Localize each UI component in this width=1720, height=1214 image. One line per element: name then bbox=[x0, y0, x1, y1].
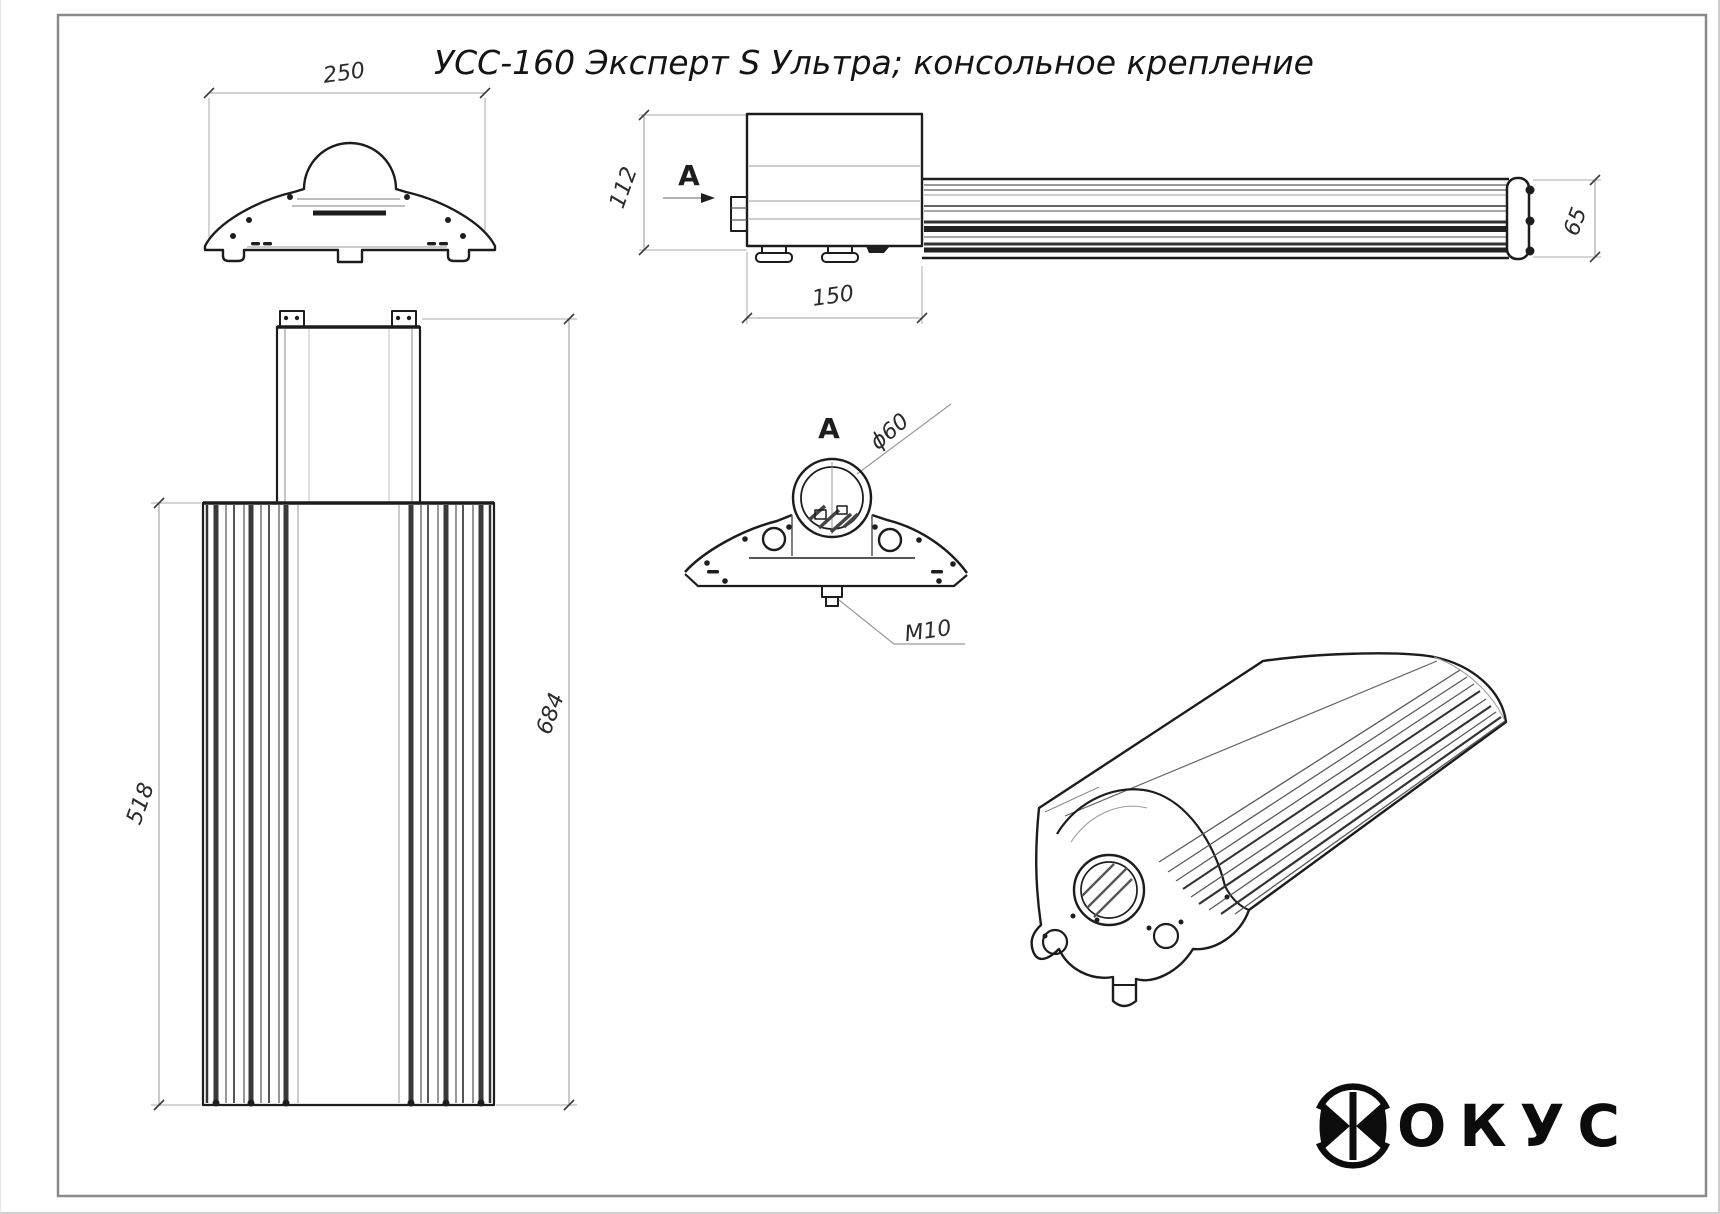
drawing-frame bbox=[56, 13, 1708, 1198]
front-profile-details bbox=[230, 194, 466, 248]
view-a-label: A bbox=[678, 159, 700, 192]
fin-lines bbox=[205, 505, 492, 1103]
lamp-arm bbox=[922, 176, 1535, 261]
iso-rib-lines bbox=[1158, 669, 1506, 915]
top-view: 518 684 bbox=[122, 310, 577, 1111]
bracket-screws bbox=[755, 245, 890, 263]
dim-label-150: 150 bbox=[811, 281, 856, 312]
section-profile bbox=[684, 513, 969, 607]
drawing-title: УСС-160 Эксперт S Ультра; консольное кре… bbox=[434, 43, 1314, 82]
bracket-box-lines bbox=[749, 165, 920, 220]
top-bracket-lines bbox=[284, 329, 413, 502]
brand-logo: ОКУС bbox=[1316, 1083, 1633, 1169]
isometric-view bbox=[1030, 652, 1508, 1008]
m10-leader bbox=[838, 599, 965, 645]
section-a-title: A bbox=[818, 412, 840, 445]
pipe-hole-outer bbox=[791, 457, 873, 539]
lamp-front-profile bbox=[203, 141, 497, 264]
front-view: 250 bbox=[203, 58, 497, 264]
iso-mount bbox=[1041, 853, 1230, 986]
logo-wordmark: ОКУС bbox=[1397, 1092, 1633, 1160]
pipe-hole-internals bbox=[807, 462, 860, 534]
fin-feet bbox=[212, 1099, 485, 1107]
bracket-box bbox=[745, 112, 924, 248]
side-view: 112 A bbox=[605, 109, 1601, 324]
fokus-f-emblem-icon bbox=[1316, 1083, 1390, 1169]
top-bracket-tabs bbox=[279, 310, 417, 328]
iso-edges bbox=[1044, 656, 1505, 911]
bracket-clip bbox=[730, 196, 748, 232]
dia60-leader bbox=[856, 403, 952, 475]
dim-label-250: 250 bbox=[322, 58, 367, 89]
arm-rib-lines bbox=[924, 184, 1507, 253]
